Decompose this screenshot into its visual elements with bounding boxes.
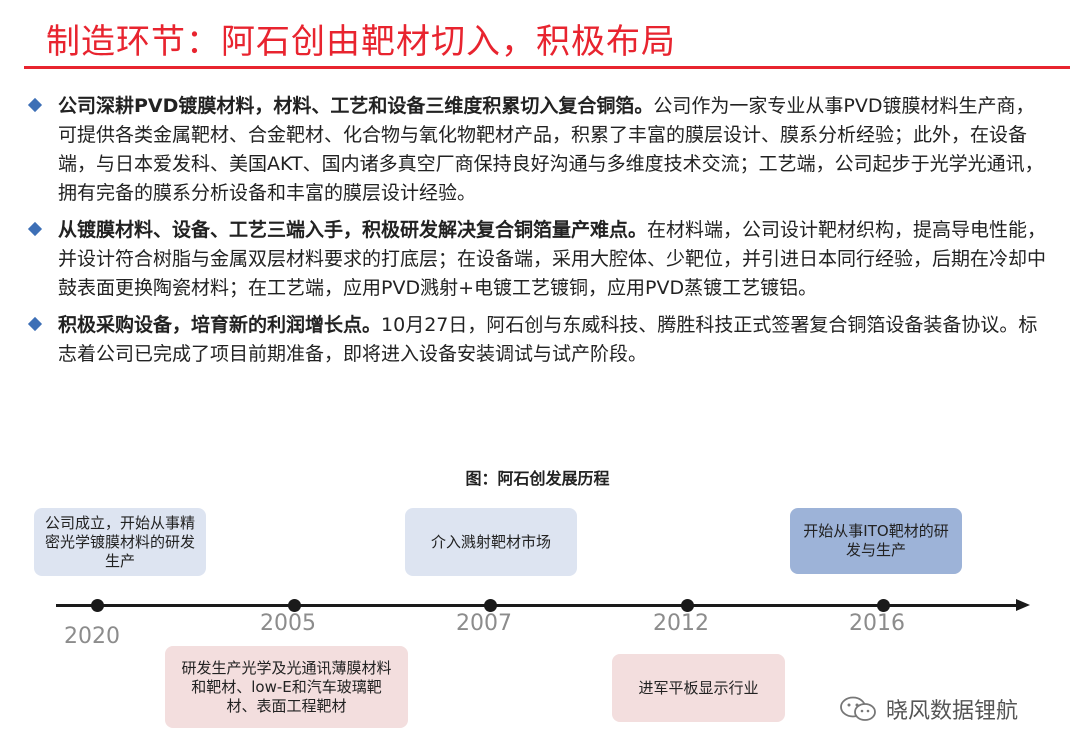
diamond-bullet-icon	[27, 97, 43, 113]
bullet-item: 从镀膜材料、设备、工艺三端入手，积极研发解决复合铜箔量产难点。在材料端，公司设计…	[27, 216, 1050, 303]
timeline-dot	[877, 599, 890, 612]
timeline-event-box: 研发生产光学及光通讯薄膜材料和靶材、low-E和汽车玻璃靶材、表面工程靶材	[165, 646, 408, 728]
timeline-event-box: 公司成立，开始从事精密光学镀膜材料的研发生产	[34, 508, 206, 576]
timeline-event-box: 开始从事ITO靶材的研发与生产	[790, 508, 962, 574]
title-underline	[24, 66, 1070, 69]
bullet-text: 公司作为一家专业从事PVD镀膜材料生产商，可提供各类金属靶材、合金靶材、化合物与…	[58, 95, 1044, 204]
bullet-item: 公司深耕PVD镀膜材料，材料、工艺和设备三维度积累切入复合铜箔。公司作为一家专业…	[27, 92, 1050, 208]
timeline-dot	[484, 599, 497, 612]
bullet-text: 10月27日，阿石创与东威科技、腾胜科技正式签署复合铜箔设备装备协议。标志着公司…	[58, 314, 1038, 365]
arrowhead-icon	[1016, 599, 1030, 611]
diamond-bullet-icon	[27, 221, 43, 237]
diamond-bullet-icon	[27, 316, 43, 332]
watermark: 晓风数据锂航	[838, 693, 1018, 725]
bullet-item: 积极采购设备，培育新的利润增长点。10月27日，阿石创与东威科技、腾胜科技正式签…	[27, 311, 1050, 369]
bullet-heading: 积极采购设备，培育新的利润增长点。	[58, 314, 382, 336]
watermark-text: 晓风数据锂航	[886, 699, 1019, 724]
timeline-year: 2007	[456, 611, 512, 636]
timeline-year: 2016	[849, 611, 905, 636]
timeline-year: 2012	[653, 611, 709, 636]
bullet-heading: 公司深耕PVD镀膜材料，材料、工艺和设备三维度积累切入复合铜箔。	[58, 95, 654, 117]
timeline-dot	[288, 599, 301, 612]
timeline-year: 2005	[260, 611, 316, 636]
timeline-dot	[91, 599, 104, 612]
diagram-title: 图：阿石创发展历程	[465, 469, 610, 488]
timeline-dot	[681, 599, 694, 612]
timeline-event-box: 进军平板显示行业	[612, 654, 785, 722]
bullet-list: 公司深耕PVD镀膜材料，材料、工艺和设备三维度积累切入复合铜箔。公司作为一家专业…	[27, 92, 1050, 377]
bullet-heading: 从镀膜材料、设备、工艺三端入手，积极研发解决复合铜箔量产难点。	[58, 219, 648, 241]
timeline-event-box: 介入溅射靶材市场	[405, 508, 577, 576]
wechat-icon	[840, 696, 876, 721]
page-title: 制造环节：阿石创由靶材切入，积极布局	[46, 22, 676, 62]
timeline-year: 2020	[64, 624, 120, 649]
timeline-axis	[56, 604, 1018, 607]
bullet-text: 在材料端，公司设计靶材织构，提高导电性能，并设计符合树脂与金属双层材料要求的打底…	[58, 219, 1047, 299]
